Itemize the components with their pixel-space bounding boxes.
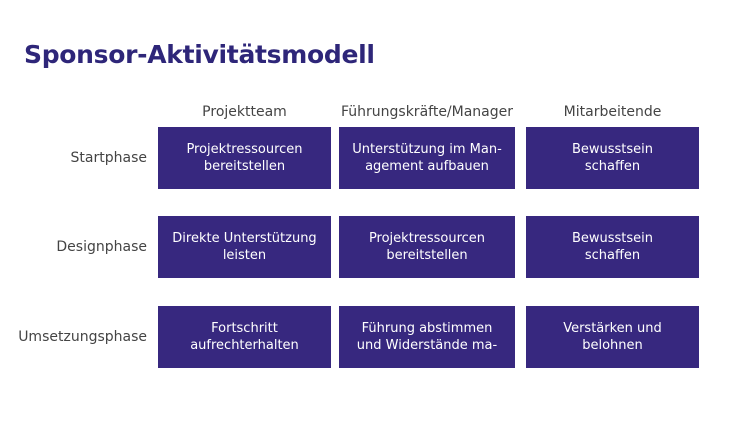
cell-umsetzung-mitarbeitende: Verstärken und belohnen: [526, 306, 699, 368]
cell-line: Verstärken und: [563, 321, 662, 336]
cell-line: aufrechterhalten: [190, 338, 299, 353]
cell-start-mitarbeitende: Bewusstsein schaffen: [526, 127, 699, 189]
cell-line: Direkte Unterstützung: [172, 231, 317, 246]
cell-line: Fortschritt: [211, 321, 278, 336]
cell-line: bereitstellen: [203, 159, 286, 174]
cell-design-manager: Projektressourcen bereitstellen: [339, 216, 515, 278]
row-label-designphase: Designphase: [56, 239, 147, 255]
cell-line: Projektressourcen: [368, 231, 486, 246]
cell-umsetzung-projektteam: Fortschritt aufrechterhalten: [158, 306, 331, 368]
cell-line: Unterstützung im Man-: [352, 142, 502, 157]
cell-line: Führung abstimmen: [361, 321, 493, 336]
row-label-startphase: Startphase: [70, 150, 147, 166]
cell-design-mitarbeitende: Bewusstsein schaffen: [526, 216, 699, 278]
cell-design-projektteam: Direkte Unterstützung leisten: [158, 216, 331, 278]
cell-umsetzung-manager: Führung abstimmen und Widerstände ma-: [339, 306, 515, 368]
column-header-fuehrungskraefte: Führungskräfte/Manager: [340, 104, 514, 120]
cell-line: schaffen: [584, 248, 641, 263]
cell-start-manager: Unterstützung im Man-agement aufbauen: [339, 127, 515, 189]
column-header-mitarbeitende: Mitarbeitende: [563, 104, 662, 120]
cell-start-projektteam: Projektressourcen bereitstellen: [158, 127, 331, 189]
column-header-projektteam: Projektteam: [202, 104, 287, 120]
cell-line: schaffen: [584, 159, 641, 174]
cell-line: Bewusstsein: [571, 231, 654, 246]
cell-line: agement aufbauen: [365, 159, 489, 174]
cell-line: Bewusstsein: [571, 142, 654, 157]
cell-line: leisten: [222, 248, 267, 263]
cell-line: und Widerstände ma-: [356, 338, 498, 353]
page-title: Sponsor-Aktivitätsmodell: [24, 40, 375, 69]
row-label-umsetzungsphase: Umsetzungsphase: [18, 329, 147, 345]
cell-line: Projektressourcen: [186, 142, 303, 157]
cell-line: bereitstellen: [386, 248, 468, 263]
cell-line: belohnen: [582, 338, 643, 353]
